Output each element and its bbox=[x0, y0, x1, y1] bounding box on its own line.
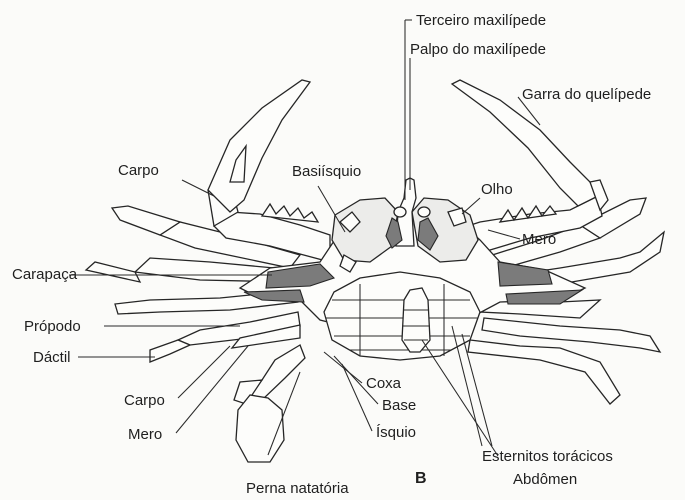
panel-letter: B bbox=[415, 470, 427, 487]
label-olho: Olho bbox=[481, 181, 513, 198]
label-garra-quelipede: Garra do quelípede bbox=[522, 86, 651, 103]
swimming-leg bbox=[234, 345, 305, 462]
label-coxa: Coxa bbox=[366, 375, 401, 392]
label-perna-natatoria: Perna natatória bbox=[246, 480, 349, 497]
label-carpo-top: Carpo bbox=[118, 162, 159, 179]
sternum bbox=[324, 272, 480, 360]
label-abdomen: Abdômen bbox=[513, 471, 577, 488]
label-mero-bottom: Mero bbox=[128, 426, 162, 443]
label-basiisquio: Basiísquio bbox=[292, 163, 361, 180]
label-base: Base bbox=[382, 397, 416, 414]
label-palpo-maxilipede: Palpo do maxilípede bbox=[410, 41, 546, 58]
label-carapaca: Carapaça bbox=[12, 266, 77, 283]
abdomen bbox=[402, 288, 430, 352]
label-isquio: Ísquio bbox=[376, 424, 416, 441]
label-carpo-bottom: Carpo bbox=[124, 392, 165, 409]
label-mero-right: Mero bbox=[522, 231, 556, 248]
label-terceiro-maxilipede: Terceiro maxilípede bbox=[416, 12, 546, 29]
label-propodo: Própodo bbox=[24, 318, 81, 335]
label-dactil: Dáctil bbox=[33, 349, 71, 366]
label-esternitos: Esternitos torácicos bbox=[482, 448, 613, 465]
